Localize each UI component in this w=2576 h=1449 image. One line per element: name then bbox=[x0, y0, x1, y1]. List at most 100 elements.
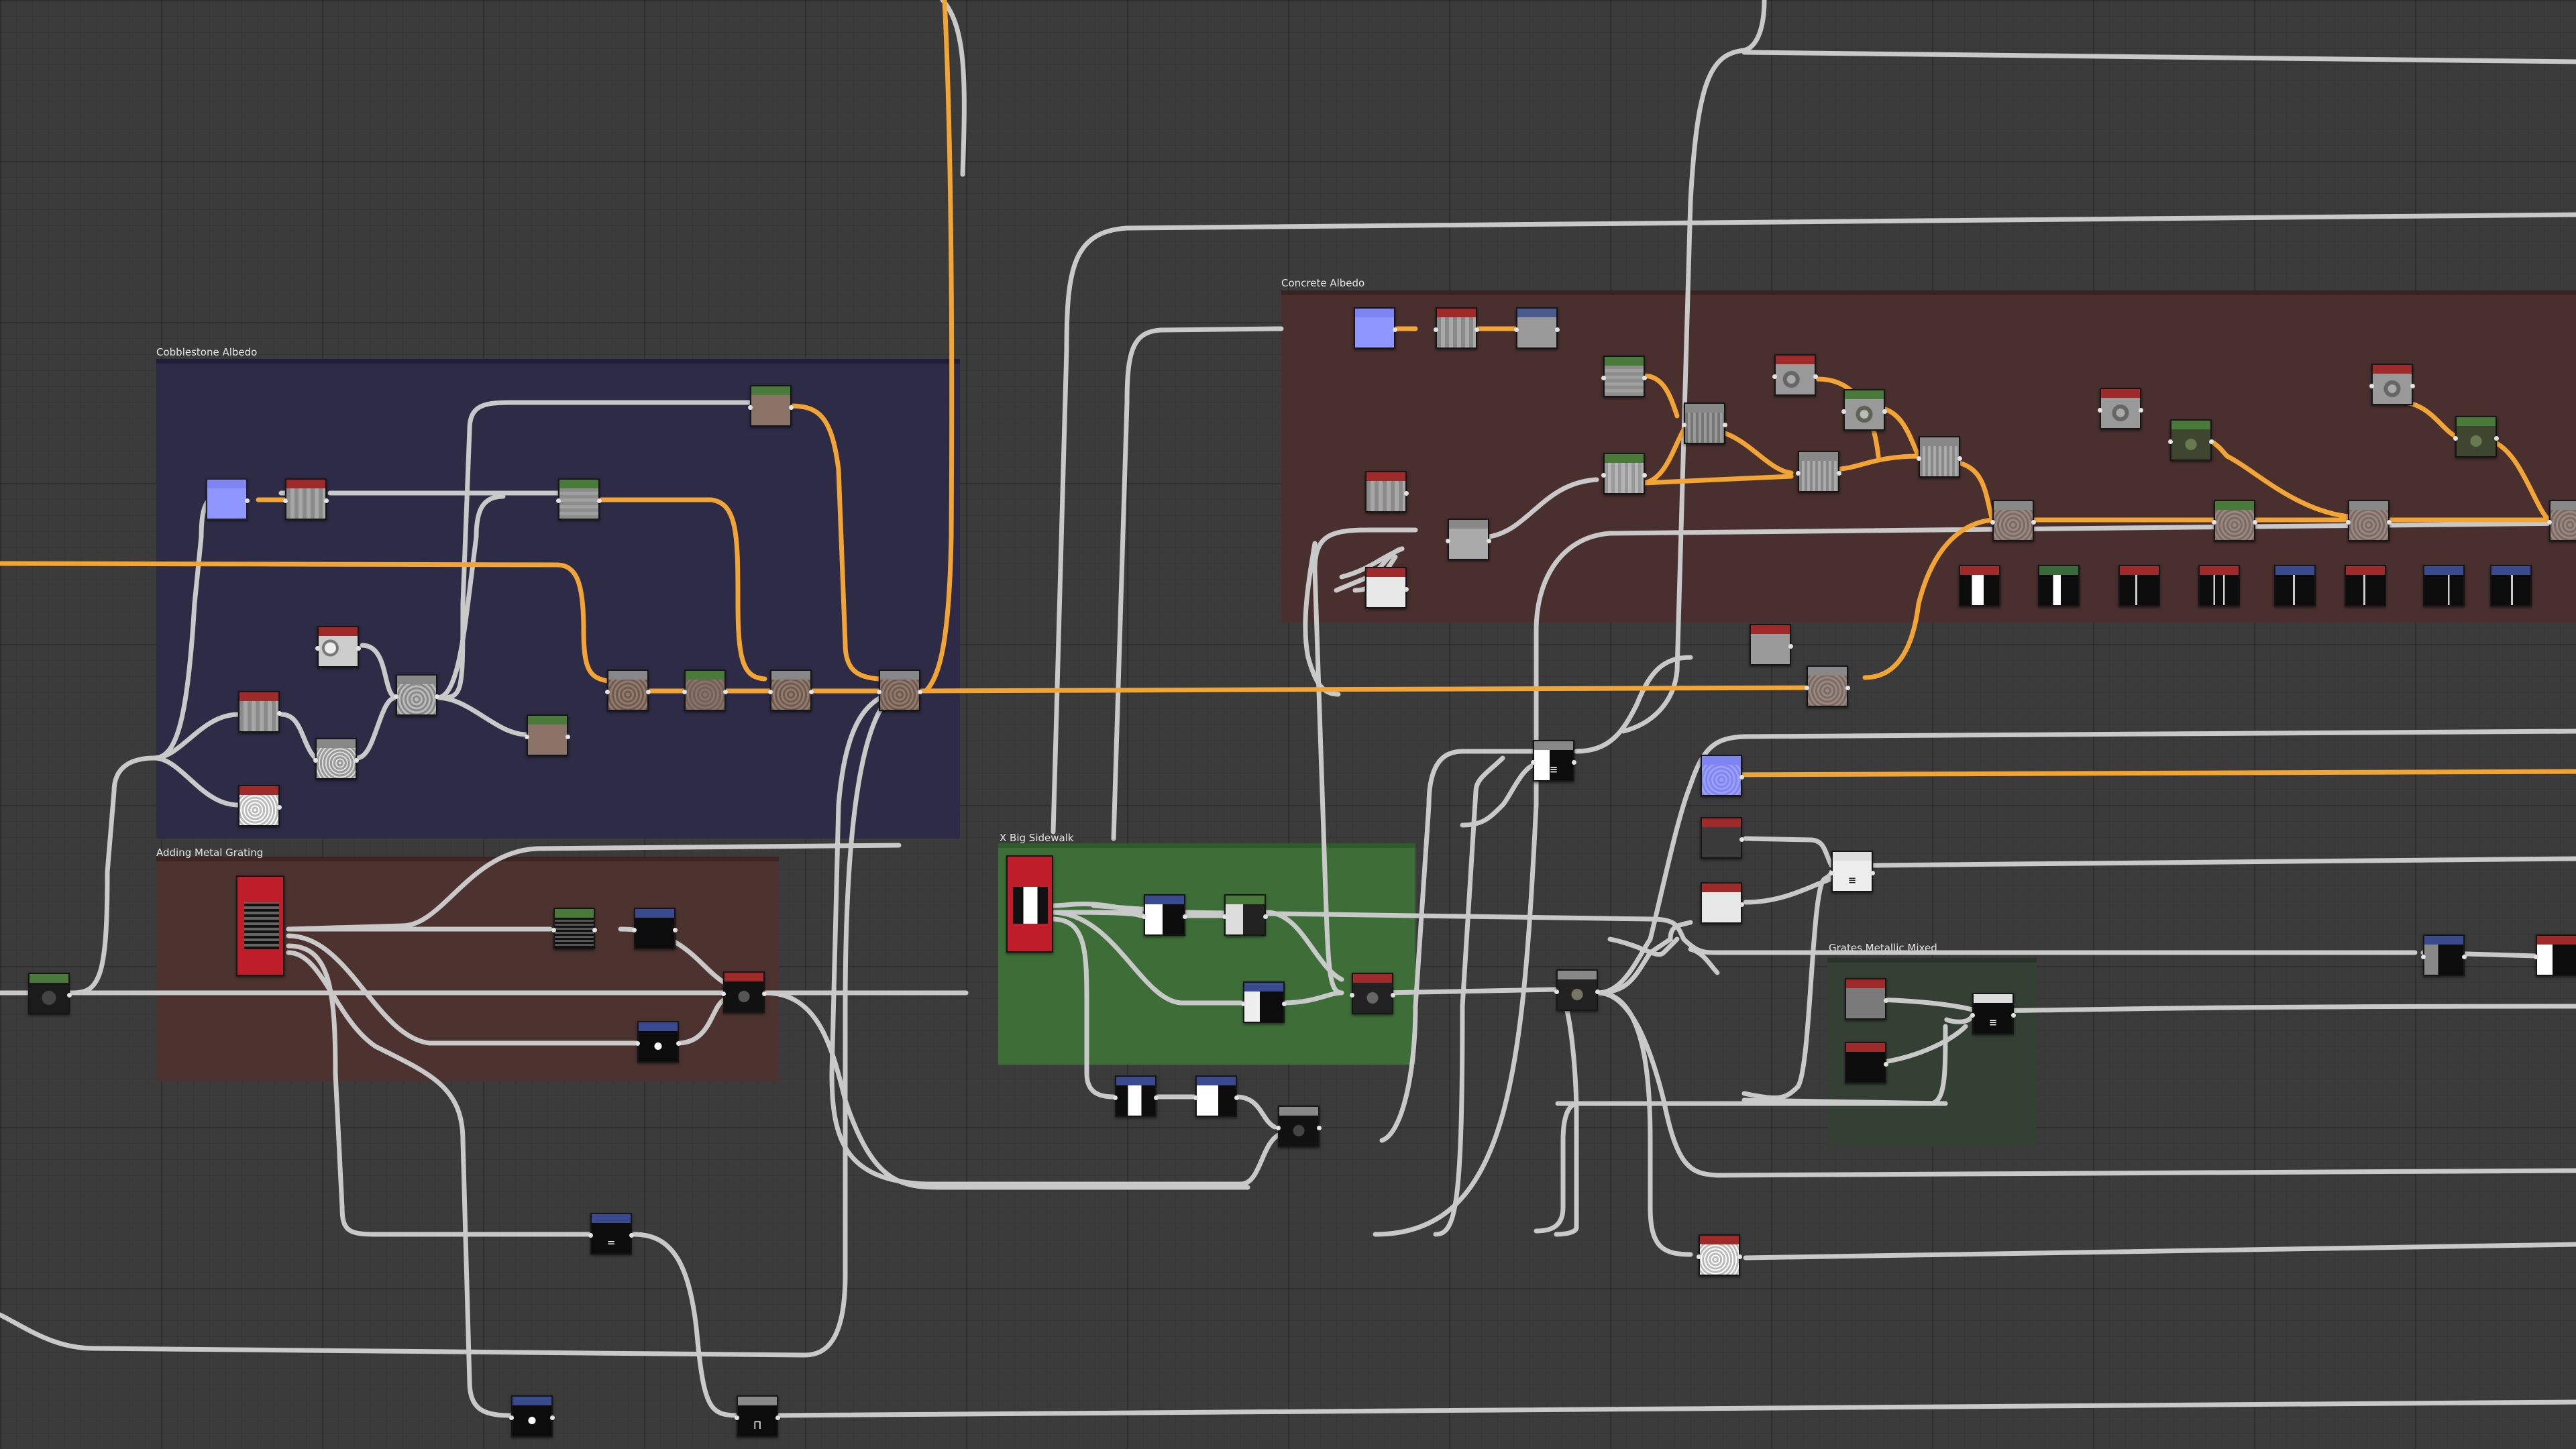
node-output-port[interactable] bbox=[1282, 1002, 1287, 1006]
node-input-port[interactable] bbox=[283, 498, 288, 503]
node-concrete-blend-2[interactable] bbox=[1796, 451, 1841, 492]
node-input-port[interactable] bbox=[1697, 1254, 1701, 1259]
node-grate-mask[interactable] bbox=[635, 1021, 681, 1063]
node-sidewalk-mask[interactable] bbox=[1241, 981, 1287, 1023]
node-input-port[interactable] bbox=[556, 498, 561, 503]
node-input-port[interactable] bbox=[2098, 408, 2102, 413]
node-input-port[interactable] bbox=[1350, 993, 1354, 998]
node-input-port[interactable] bbox=[1241, 1002, 1246, 1006]
node-input-port[interactable] bbox=[1772, 374, 1777, 379]
node-mask-a[interactable]: = bbox=[588, 1213, 634, 1254]
node-output-port[interactable] bbox=[2139, 408, 2143, 413]
node-output-port[interactable] bbox=[762, 991, 767, 996]
node-output-port[interactable] bbox=[1234, 1095, 1239, 1100]
node-output-port[interactable] bbox=[1723, 423, 1727, 427]
node-grates-black[interactable] bbox=[1845, 1042, 1888, 1083]
node-grate-blend[interactable] bbox=[721, 971, 767, 1013]
node-concrete-moss-3[interactable] bbox=[2369, 364, 2415, 405]
node-output-port[interactable] bbox=[629, 1233, 634, 1238]
node-concrete-albedo-out[interactable] bbox=[1990, 500, 2036, 541]
node-input-port[interactable] bbox=[1554, 989, 1559, 994]
node-output-port[interactable] bbox=[435, 694, 439, 699]
node-concrete-mask-1[interactable] bbox=[1959, 565, 2000, 606]
node-input-port[interactable] bbox=[1531, 760, 1536, 765]
node-output-port[interactable] bbox=[2011, 1013, 2016, 1018]
node-output-port[interactable] bbox=[1595, 989, 1600, 994]
node-output-port[interactable] bbox=[2031, 520, 2036, 525]
node-concrete-moss-1[interactable] bbox=[2098, 388, 2143, 429]
node-gradient-map[interactable] bbox=[556, 478, 602, 520]
node-input-port[interactable] bbox=[735, 1415, 739, 1420]
node-output-port[interactable] bbox=[809, 690, 814, 694]
node-grates-switch[interactable]: ≡ bbox=[1970, 993, 2016, 1034]
node-concrete-tile-2[interactable] bbox=[1365, 471, 1409, 513]
node-output-port[interactable] bbox=[1737, 1254, 1742, 1259]
node-output-port[interactable] bbox=[592, 928, 597, 932]
node-bottom-noise[interactable] bbox=[1697, 1234, 1742, 1276]
node-output-port[interactable] bbox=[2410, 384, 2415, 388]
node-output-port[interactable] bbox=[245, 498, 250, 503]
node-output-port[interactable] bbox=[1813, 374, 1818, 379]
node-output-port[interactable] bbox=[67, 993, 72, 998]
node-concrete-blend-4[interactable] bbox=[2212, 500, 2257, 541]
node-output-port[interactable] bbox=[1154, 1095, 1159, 1100]
node-input-port[interactable] bbox=[605, 690, 610, 694]
node-right-mask-2[interactable] bbox=[2534, 934, 2576, 976]
node-input-port[interactable] bbox=[509, 1415, 514, 1420]
node-concrete-white[interactable] bbox=[1365, 567, 1409, 608]
node-input-port[interactable] bbox=[1990, 520, 1995, 525]
node-tile-sampler[interactable] bbox=[238, 691, 282, 733]
node-split-mask[interactable]: ≡ bbox=[1531, 740, 1576, 782]
node-output-port[interactable] bbox=[1404, 587, 1409, 592]
node-concrete-levels[interactable] bbox=[1514, 307, 1560, 349]
node-external-input[interactable] bbox=[28, 973, 72, 1014]
node-concrete-blend-3[interactable] bbox=[1917, 436, 1962, 478]
node-output-port[interactable] bbox=[1882, 409, 1887, 414]
node-switch[interactable]: ≡ bbox=[1829, 851, 1875, 892]
node-input-port[interactable] bbox=[2212, 520, 2216, 525]
node-input-port[interactable] bbox=[551, 928, 556, 932]
node-output-port[interactable] bbox=[1487, 539, 1491, 543]
node-concrete-dirt-1[interactable] bbox=[1772, 354, 1818, 396]
node-output-port[interactable] bbox=[1642, 473, 1647, 478]
node-input-port[interactable] bbox=[1970, 1013, 1975, 1018]
node-output-port[interactable] bbox=[1555, 327, 1560, 332]
node-dirt-color[interactable] bbox=[1750, 624, 1793, 665]
node-output-port[interactable] bbox=[918, 690, 922, 694]
node-output-port[interactable] bbox=[2387, 520, 2392, 525]
node-mask-c[interactable]: ⊓ bbox=[735, 1395, 780, 1437]
node-output-port[interactable] bbox=[673, 928, 678, 932]
node-input-port[interactable] bbox=[1917, 456, 1921, 461]
node-cells-noise[interactable] bbox=[315, 626, 361, 667]
node-output-port[interactable] bbox=[1837, 471, 1841, 476]
node-output-port[interactable] bbox=[1739, 902, 1744, 907]
node-blend-stone-3[interactable] bbox=[768, 669, 814, 711]
node-input-port[interactable] bbox=[1446, 539, 1450, 543]
node-output-port[interactable] bbox=[1884, 998, 1888, 1003]
node-input-port[interactable] bbox=[588, 1233, 593, 1238]
node-input-port[interactable] bbox=[1841, 409, 1846, 414]
node-input-port[interactable] bbox=[1514, 327, 1519, 332]
node-blend[interactable] bbox=[394, 674, 439, 716]
node-output-port[interactable] bbox=[723, 690, 728, 694]
node-output-port[interactable] bbox=[1788, 644, 1793, 649]
node-concrete-gradient-2[interactable] bbox=[1601, 453, 1647, 494]
node-output-port[interactable] bbox=[1393, 327, 1397, 332]
node-concrete-dirt-2[interactable] bbox=[1841, 389, 1887, 431]
node-output-port[interactable] bbox=[2462, 955, 2467, 959]
node-output-port[interactable] bbox=[2253, 520, 2257, 525]
node-concrete-gradient-1[interactable] bbox=[1601, 356, 1647, 397]
node-input-port[interactable] bbox=[1805, 686, 1809, 690]
node-concrete-mix[interactable] bbox=[1446, 519, 1491, 560]
node-input-port[interactable] bbox=[2421, 955, 2426, 959]
node-output-port[interactable] bbox=[1572, 760, 1576, 765]
node-concrete-mask-3[interactable] bbox=[2118, 565, 2160, 606]
node-input-port[interactable] bbox=[768, 690, 773, 694]
node-input-port[interactable] bbox=[1276, 1126, 1281, 1130]
node-input-port[interactable] bbox=[2534, 955, 2538, 959]
node-output-port[interactable] bbox=[277, 711, 282, 716]
node-output-port[interactable] bbox=[1739, 837, 1744, 842]
node-concrete-mask-5[interactable] bbox=[2274, 565, 2316, 606]
node-input-port[interactable] bbox=[1434, 327, 1438, 332]
node-output-port[interactable] bbox=[1870, 871, 1875, 875]
